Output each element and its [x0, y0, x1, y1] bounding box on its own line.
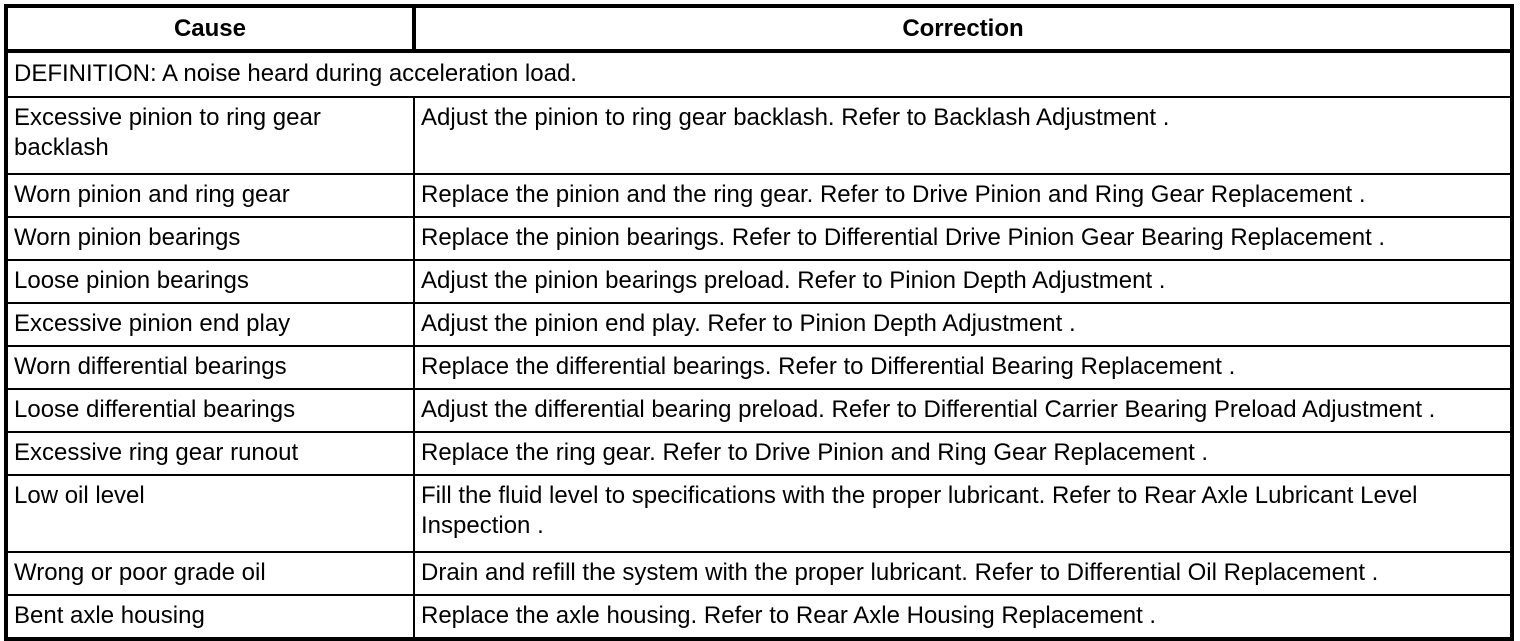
correction-cell: Adjust the pinion to ring gear backlash.…	[413, 96, 1513, 175]
correction-cell: Replace the axle housing. Refer to Rear …	[413, 594, 1513, 640]
cause-cell: Worn differential bearings	[5, 345, 415, 390]
correction-cell: Replace the pinion and the ring gear. Re…	[413, 173, 1513, 218]
table-row: Bent axle housing Replace the axle housi…	[5, 594, 1513, 640]
correction-cell: Adjust the pinion bearings preload. Refe…	[413, 259, 1513, 304]
cause-cell: Worn pinion bearings	[5, 216, 415, 261]
cause-cell: Excessive ring gear runout	[5, 431, 415, 476]
cause-cell: Bent axle housing	[5, 594, 415, 640]
cause-cell: Loose pinion bearings	[5, 259, 415, 304]
table-row: Worn pinion bearings Replace the pinion …	[5, 216, 1513, 261]
diagnosis-table: Cause Correction DEFINITION: A noise hea…	[4, 4, 1514, 641]
cause-cell: Worn pinion and ring gear	[5, 173, 415, 218]
cause-cell: Loose differential bearings	[5, 388, 415, 433]
cause-cell: Excessive pinion to ring gear backlash	[5, 96, 415, 175]
table-row: Wrong or poor grade oil Drain and refill…	[5, 551, 1513, 596]
correction-cell: Adjust the differential bearing preload.…	[413, 388, 1513, 433]
cause-column-header: Cause	[4, 4, 416, 53]
correction-cell: Replace the differential bearings. Refer…	[413, 345, 1513, 390]
cause-cell: Excessive pinion end play	[5, 302, 415, 347]
table-row: Low oil level Fill the fluid level to sp…	[5, 474, 1513, 553]
table-body: DEFINITION: A noise heard during acceler…	[5, 50, 1513, 640]
correction-cell: Replace the ring gear. Refer to Drive Pi…	[413, 431, 1513, 476]
table-row: Excessive ring gear runout Replace the r…	[5, 431, 1513, 476]
cause-cell: Wrong or poor grade oil	[5, 551, 415, 596]
correction-column-header: Correction	[412, 4, 1514, 53]
correction-cell: Replace the pinion bearings. Refer to Di…	[413, 216, 1513, 261]
table-row: Loose pinion bearings Adjust the pinion …	[5, 259, 1513, 304]
table-row: Loose differential bearings Adjust the d…	[5, 388, 1513, 433]
correction-cell: Fill the fluid level to specifications w…	[413, 474, 1513, 553]
header-row: Cause Correction	[4, 4, 1514, 53]
table-header: Cause Correction	[4, 4, 1514, 53]
table-row: Excessive pinion end play Adjust the pin…	[5, 302, 1513, 347]
table-row: Excessive pinion to ring gear backlash A…	[5, 96, 1513, 175]
definition-row: DEFINITION: A noise heard during acceler…	[5, 50, 1513, 98]
table-row: Worn pinion and ring gear Replace the pi…	[5, 173, 1513, 218]
definition-text: DEFINITION: A noise heard during acceler…	[5, 50, 1513, 98]
cause-cell: Low oil level	[5, 474, 415, 553]
table-row: Worn differential bearings Replace the d…	[5, 345, 1513, 390]
correction-cell: Adjust the pinion end play. Refer to Pin…	[413, 302, 1513, 347]
correction-cell: Drain and refill the system with the pro…	[413, 551, 1513, 596]
